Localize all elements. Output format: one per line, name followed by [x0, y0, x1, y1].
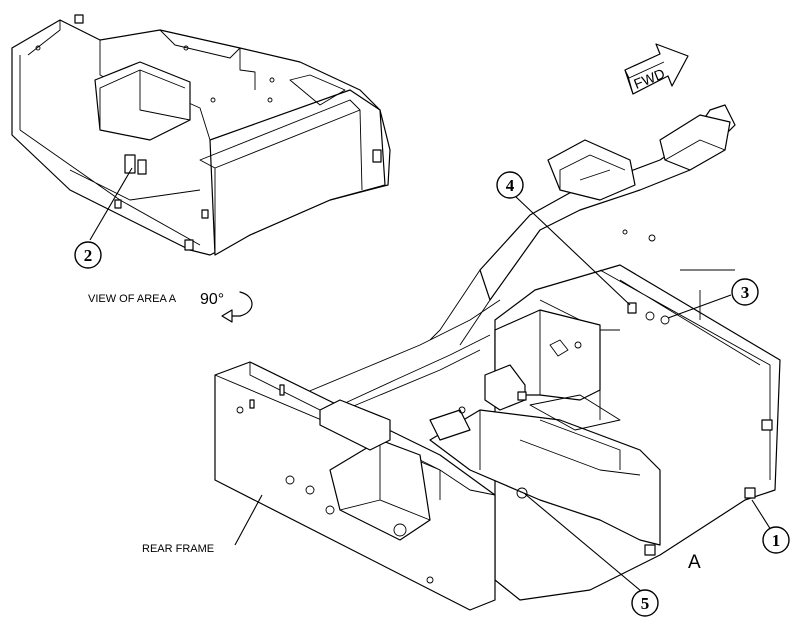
- main-assembly: [214, 104, 781, 611]
- svg-text:1: 1: [772, 531, 781, 550]
- callout-2: 2: [74, 241, 102, 269]
- rear-frame-label: REAR FRAME: [142, 543, 214, 555]
- svg-text:2: 2: [84, 246, 93, 265]
- callout-1: 1: [762, 526, 790, 554]
- callout-5: 5: [631, 589, 659, 617]
- view-rotation-label: 90°: [200, 291, 224, 308]
- inset-view-area-a: [11, 14, 391, 256]
- svg-text:4: 4: [506, 176, 515, 195]
- fwd-arrow-icon: FWD: [624, 43, 689, 95]
- callout-1-leader: [751, 499, 772, 531]
- svg-text:3: 3: [741, 283, 750, 302]
- view-of-area-label: VIEW OF AREA A: [88, 293, 177, 305]
- callout-3: 3: [731, 278, 759, 306]
- area-a-marker: A: [688, 552, 701, 573]
- rotate-arrow-icon: [221, 291, 253, 323]
- callout-4: 4: [496, 171, 524, 199]
- rear-frame-leader: [234, 494, 263, 546]
- callout-3-leader: [667, 294, 732, 319]
- callout-4-leader: [514, 195, 631, 306]
- callout-5-leader: [524, 493, 642, 592]
- callout-2-leader: [89, 167, 133, 241]
- svg-text:5: 5: [641, 594, 650, 613]
